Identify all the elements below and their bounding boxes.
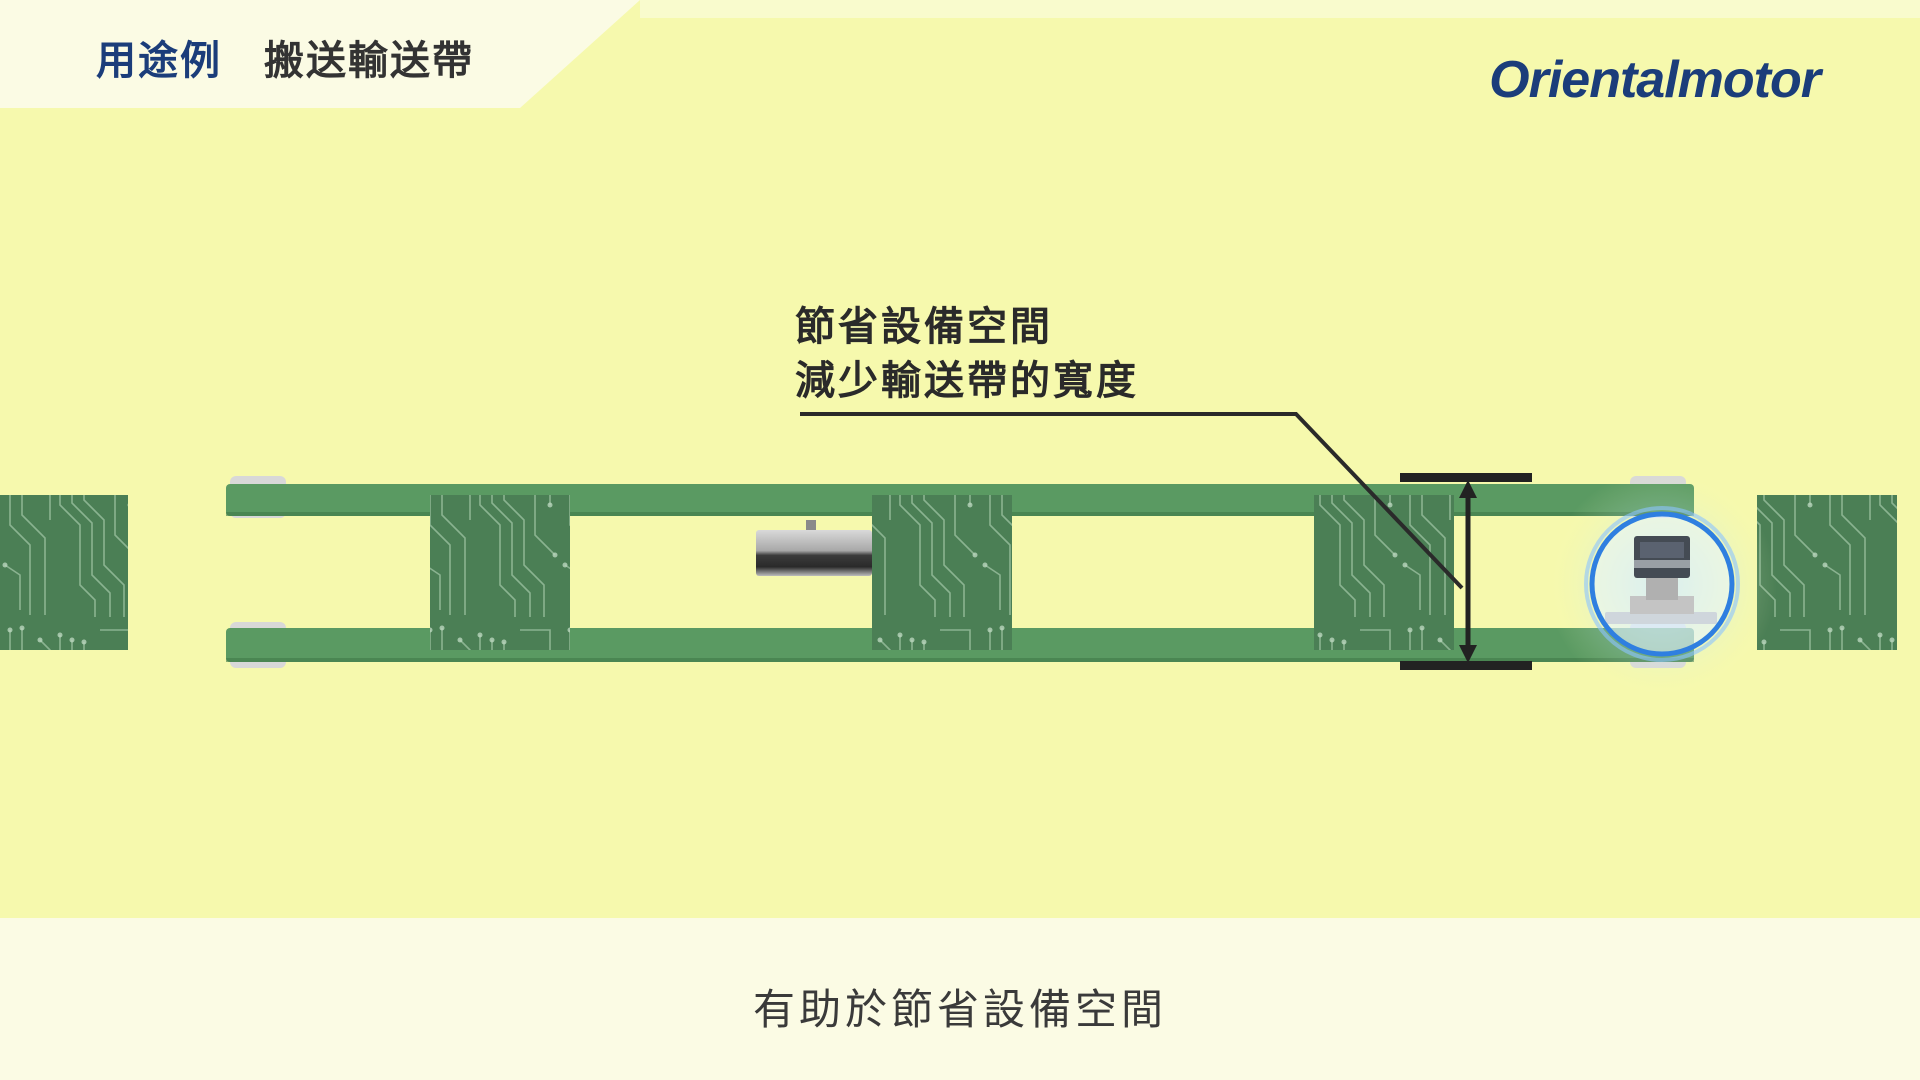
compact-motor-highlight <box>1547 469 1777 699</box>
annotation-label: 節省設備空間 減少輸送帶的寬度 <box>795 300 1139 408</box>
section-subtitle: 搬送輸送帶 <box>264 38 474 84</box>
pcb-board <box>0 495 128 650</box>
section-title: 用途例 <box>96 38 222 84</box>
header-strip <box>640 0 1920 18</box>
pcb-board <box>430 495 570 650</box>
annotation-line-2: 減少輸送帶的寬度 <box>795 358 1139 404</box>
width-dimension-marker <box>1400 473 1532 670</box>
header-tab <box>0 0 640 108</box>
pcb-board <box>872 495 1012 650</box>
pcb-board <box>1757 495 1897 650</box>
annotation-line-1: 節省設備空間 <box>795 304 1053 350</box>
annotation-leader-line <box>800 412 1464 590</box>
pcb-board <box>1314 495 1454 650</box>
caption-bar <box>0 918 1920 1080</box>
brand-logo: Orientalmotor <box>1489 51 1821 109</box>
caption-text: 有助於節省設備空間 <box>752 985 1167 1034</box>
stepper-motor-icon <box>756 520 872 576</box>
